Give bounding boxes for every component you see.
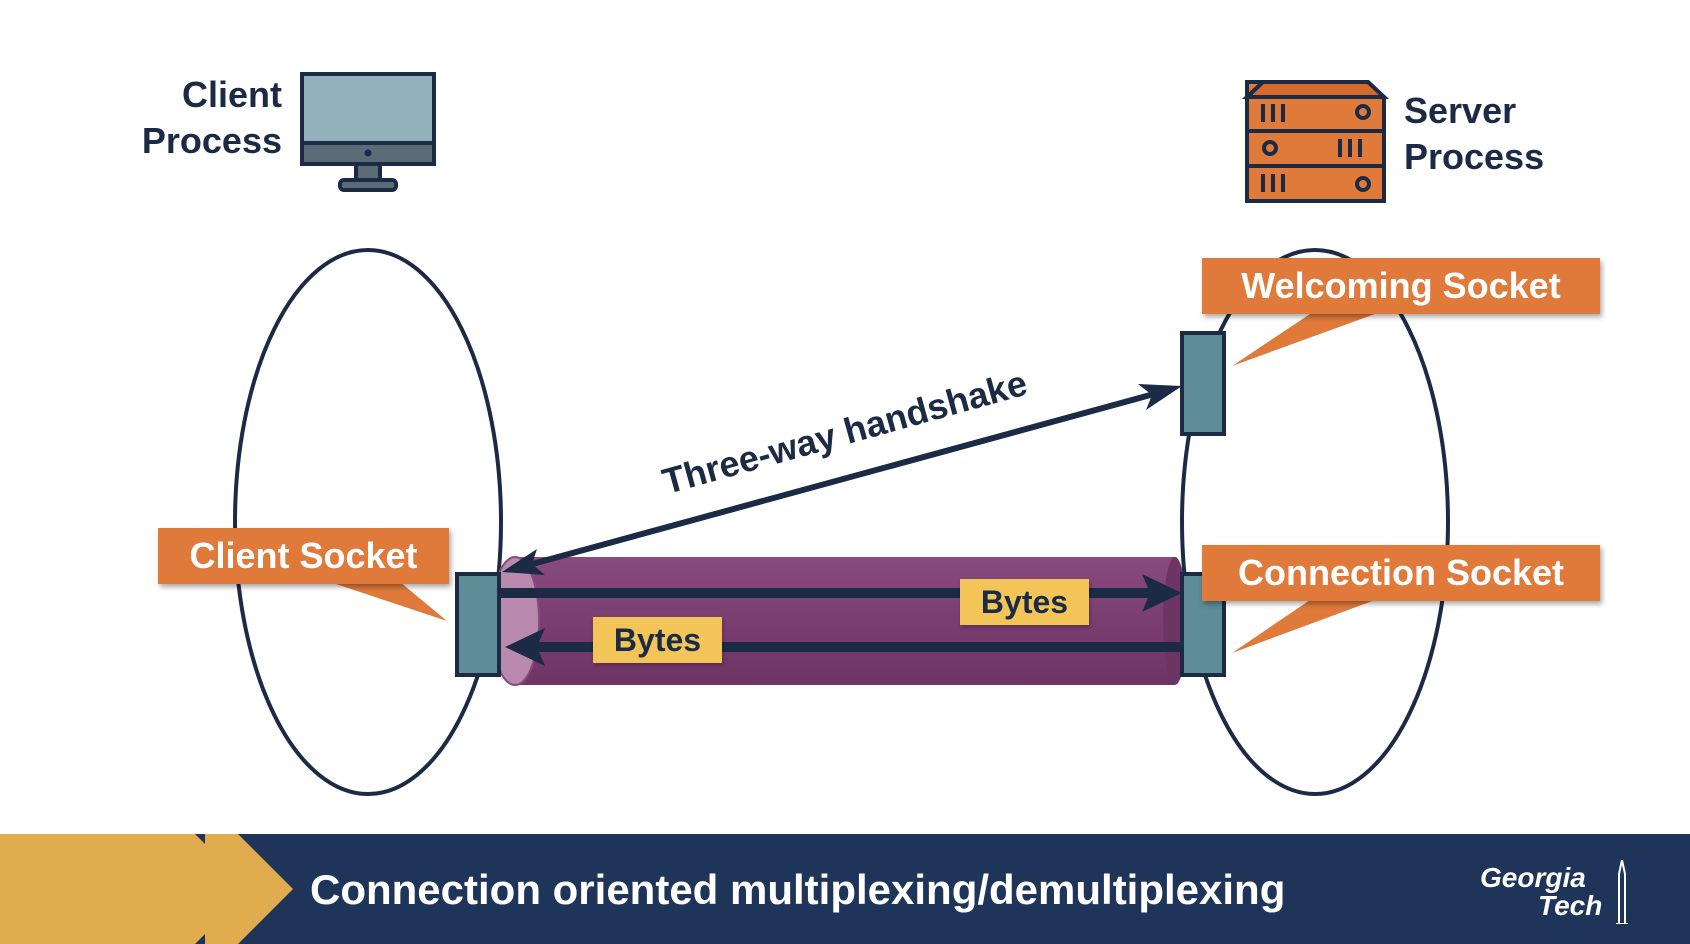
connection-socket-callout: Connection Socket [1202,545,1600,601]
client-callout-pointer [330,582,447,621]
server-label-line1: Server [1404,90,1517,131]
client-process-ellipse [233,248,503,796]
client-socket-callout: Client Socket [158,528,449,584]
welcoming-callout-pointer [1232,314,1375,366]
bytes-label-right: Bytes [960,579,1089,625]
client-process-label: Client Process [120,72,282,164]
client-socket [455,572,501,677]
server-process-ellipse [1180,248,1450,796]
connection-callout-pointer [1232,600,1375,653]
server-rack-icon [1241,80,1390,203]
handshake-arrow [502,384,1182,575]
welcoming-socket [1180,331,1226,436]
logo-line2: Tech [1538,890,1603,921]
bytes-label-left: Bytes [593,617,722,663]
welcoming-socket-callout: Welcoming Socket [1202,258,1600,314]
client-label-line2: Process [141,120,282,161]
tech-tower-icon [1616,860,1628,924]
server-process-label: Server Process [1404,88,1544,180]
server-label-line2: Process [1404,136,1545,177]
footer-title: Connection oriented multiplexing/demulti… [310,866,1286,913]
footer-chevron-overlay [0,834,293,944]
client-label-line1: Client [181,74,282,115]
logo-line1: Georgia [1480,862,1586,893]
desktop-computer-icon [300,72,436,192]
georgia-tech-logo: Georgia Tech [1480,864,1602,920]
